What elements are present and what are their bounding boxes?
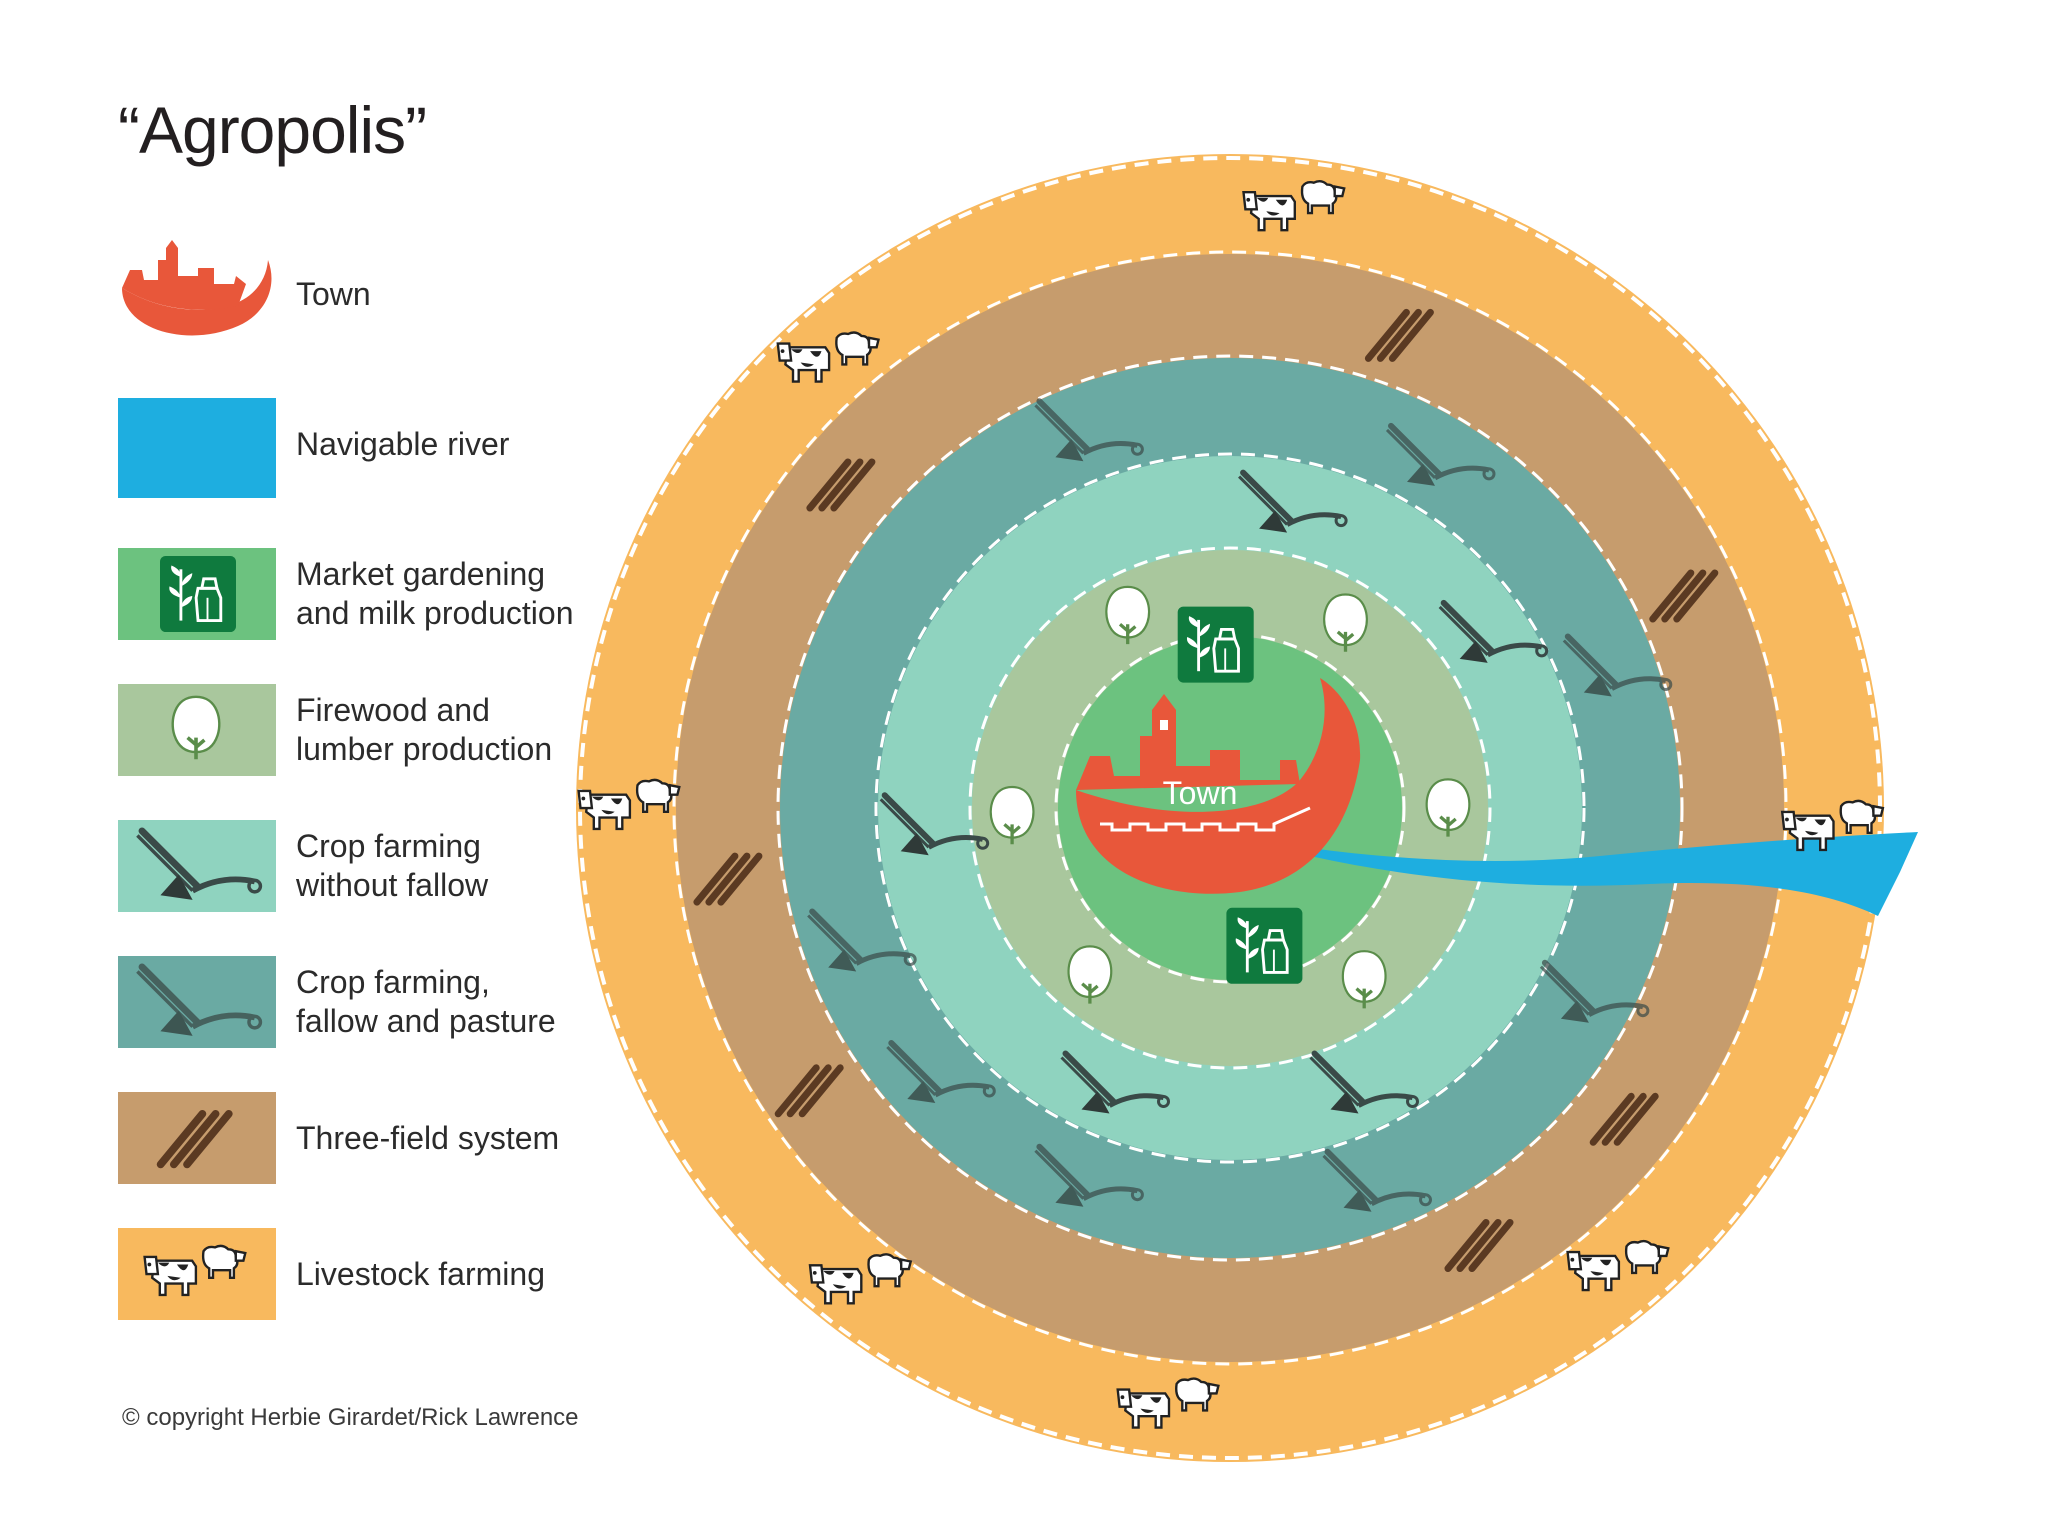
town-label: Town [1163, 775, 1238, 811]
copyright-notice: © copyright Herbie Girardet/Rick Lawrenc… [122, 1404, 579, 1431]
legend-label: Navigable river [296, 425, 510, 462]
zone-boundary [672, 250, 1788, 1366]
furrow-icon [118, 1092, 276, 1184]
legend-label: Three-field system [296, 1119, 560, 1156]
river-swatch [118, 398, 276, 498]
town-silhouette-icon [122, 240, 272, 336]
legend-label: Crop farming, fallow and pasture [296, 964, 556, 1039]
plant-milk-icon [118, 548, 276, 640]
legend-item-river: Navigable river [118, 398, 638, 498]
legend-item-firewood: Firewood and lumber production [118, 684, 638, 784]
legend-item-three-field: Three-field system [118, 1092, 638, 1192]
navigable-river [1310, 832, 1918, 916]
legend-label: Firewood and lumber production [296, 692, 553, 767]
zone-boundary [968, 546, 1492, 1070]
legend-item-livestock: Livestock farming [118, 1228, 638, 1328]
zone-boundary [1054, 632, 1406, 984]
zone-boundary [874, 452, 1586, 1164]
legend-label: Crop farming without fallow [296, 828, 489, 903]
town-icon: Town [1076, 678, 1361, 894]
legend-label: Town [296, 275, 371, 312]
legend-label: Market gardening and milk production [296, 556, 574, 631]
tree-icon [118, 684, 276, 776]
plant-milk-icon [1176, 605, 1256, 685]
cow-sheep-icon [118, 1228, 276, 1320]
plough-icon [118, 956, 276, 1048]
legend-label: Livestock farming [296, 1255, 545, 1292]
legend: Town Navigable river Market gardening an… [118, 0, 638, 1536]
plant-milk-icon [1224, 906, 1304, 986]
legend-item-crop-fallow: Crop farming, fallow and pasture [118, 956, 638, 1056]
legend-item-market: Market gardening and milk production [118, 548, 638, 648]
zone-boundary [776, 354, 1684, 1262]
legend-item-crop-no-fallow: Crop farming without fallow [118, 820, 638, 920]
legend-item-town: Town [118, 240, 638, 348]
plough-icon [118, 820, 276, 912]
ring-market [1058, 636, 1402, 980]
page-title: “Agropolis” [118, 93, 427, 167]
